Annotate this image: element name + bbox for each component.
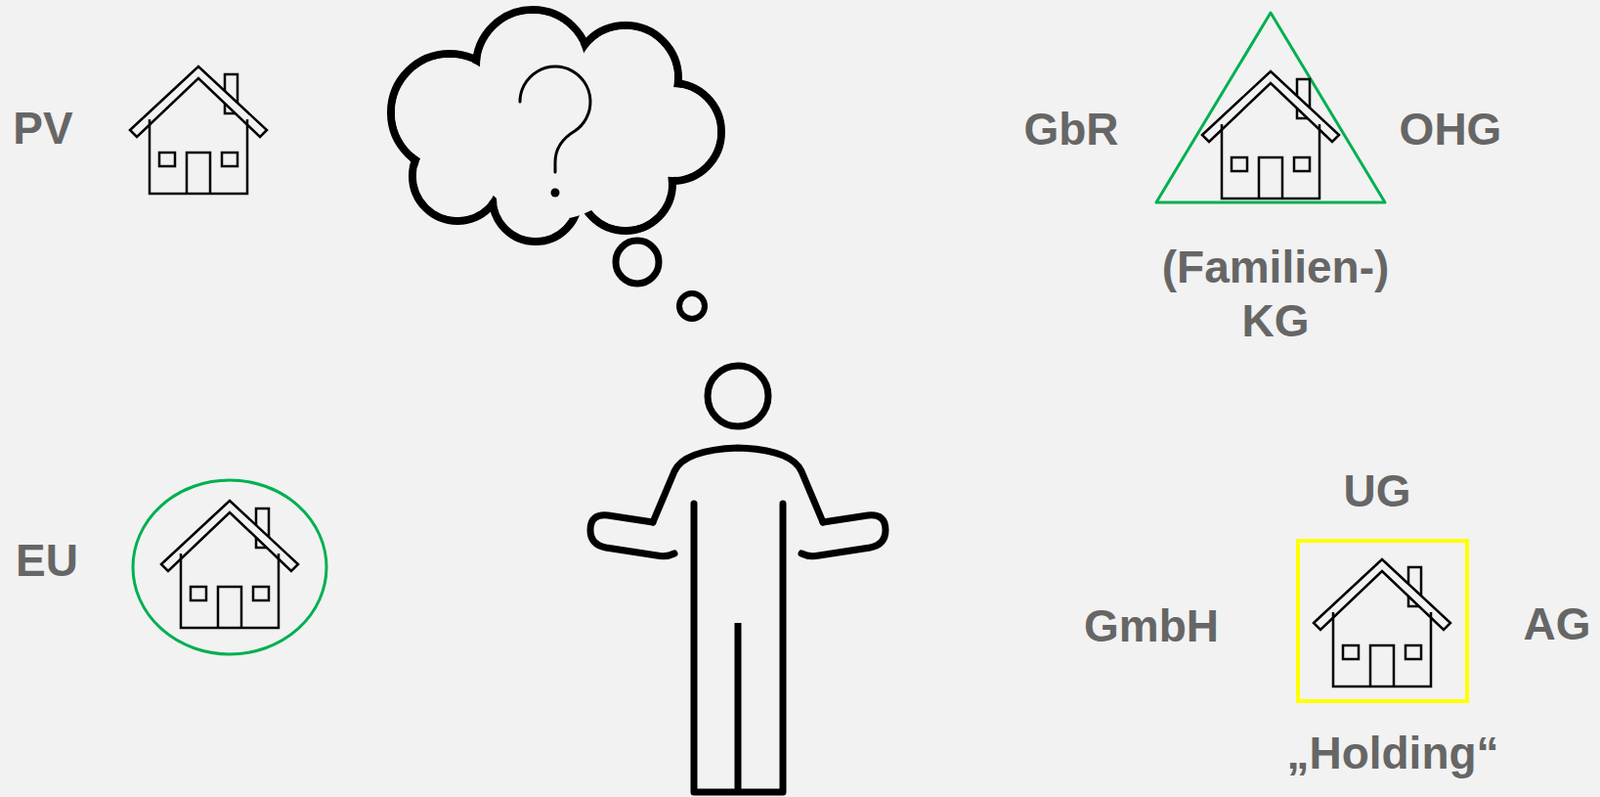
thought-cloud: [390, 9, 722, 319]
house-icon: [161, 500, 299, 628]
green-ellipse: [132, 479, 327, 654]
house-icon: [129, 66, 267, 194]
yellow-square: [1297, 540, 1468, 701]
shrugging-person: [590, 365, 886, 792]
legal-form-label: GbR: [1023, 102, 1119, 157]
legal-form-label: AG: [1523, 597, 1592, 651]
legal-form-label: GmbH: [1083, 599, 1219, 653]
green-triangle: [1156, 12, 1385, 203]
house-icon: [1313, 559, 1451, 687]
legal-form-label: OHG: [1399, 102, 1503, 157]
legal-form-label: UG: [1343, 464, 1412, 519]
legal-form-label: „Holding“: [1286, 726, 1499, 780]
legal-form-label: (Familien-) KG: [1148, 240, 1403, 348]
legal-form-label: PV: [12, 101, 73, 156]
house-icon: [1202, 71, 1340, 199]
legal-form-label: EU: [15, 533, 79, 588]
